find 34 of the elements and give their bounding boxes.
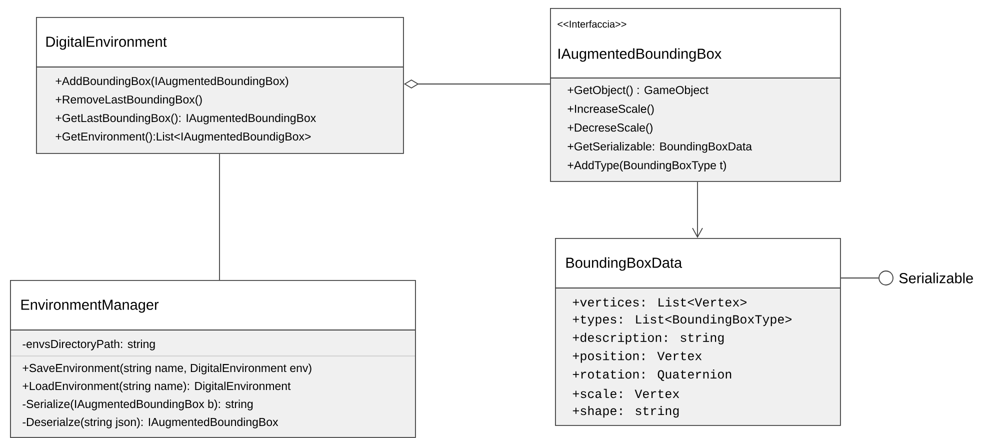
member-text: +GetLastBoundingBox(): IAugmentedBoundingBox [56, 114, 316, 124]
class-name: DigitalEnvironment [46, 36, 167, 50]
member-text: +description: string [572, 332, 724, 344]
interface-label: Serializable [899, 272, 973, 284]
dependency-arrow [692, 181, 703, 238]
member-text: +types: List<BoundingBoxType> [572, 314, 792, 326]
class-box [554, 238, 841, 426]
member-text: +shape: string [572, 406, 679, 418]
member-text: +RemoveLastBoundingBox() [56, 95, 202, 106]
member-text: +GetSerializable: BoundingBoxData [568, 142, 752, 153]
member-text: +AddType(BoundingBoxType t) [568, 160, 726, 172]
class-name: BoundingBoxData [566, 257, 682, 271]
member-text: +GetObject() : GameObject [568, 86, 708, 96]
class-name: EnvironmentManager [21, 299, 159, 313]
member-text: +SaveEnvironment(string name, DigitalEnvironment env) [22, 364, 312, 374]
stereotype-label: <<Interfaccia>> [558, 20, 626, 28]
interface-lollipop [878, 270, 894, 286]
member-text: -Deserialze(string json): IAugmentedBoundingBox [22, 418, 278, 428]
member-text: +position: Vertex [572, 351, 702, 363]
member-text: -Serialize(IAugmentedBoundingBox b): string [22, 400, 253, 410]
class-box [36, 17, 404, 154]
member-text: +rotation: Quaternion [572, 369, 732, 381]
member-text: -envsDirectoryPath: string [22, 340, 155, 350]
member-text: +DecreseScale() [568, 123, 652, 134]
member-text: +GetEnvironment():List<IAugmentedBoundigBox> [56, 132, 311, 143]
member-text: +scale: Vertex [572, 388, 680, 398]
association-line [219, 153, 220, 280]
member-text: +AddBoundingBox(IAugmentedBoundingBox) [56, 76, 288, 88]
member-text: +IncreaseScale() [568, 104, 654, 116]
member-text: +vertices: List<Vertex> [572, 297, 746, 307]
member-text: +LoadEnvironment(string name): DigitalEnvironment [22, 382, 291, 392]
class-name: IAugmentedBoundingBox [558, 48, 722, 62]
class-box [550, 8, 841, 182]
class-box [10, 280, 416, 438]
